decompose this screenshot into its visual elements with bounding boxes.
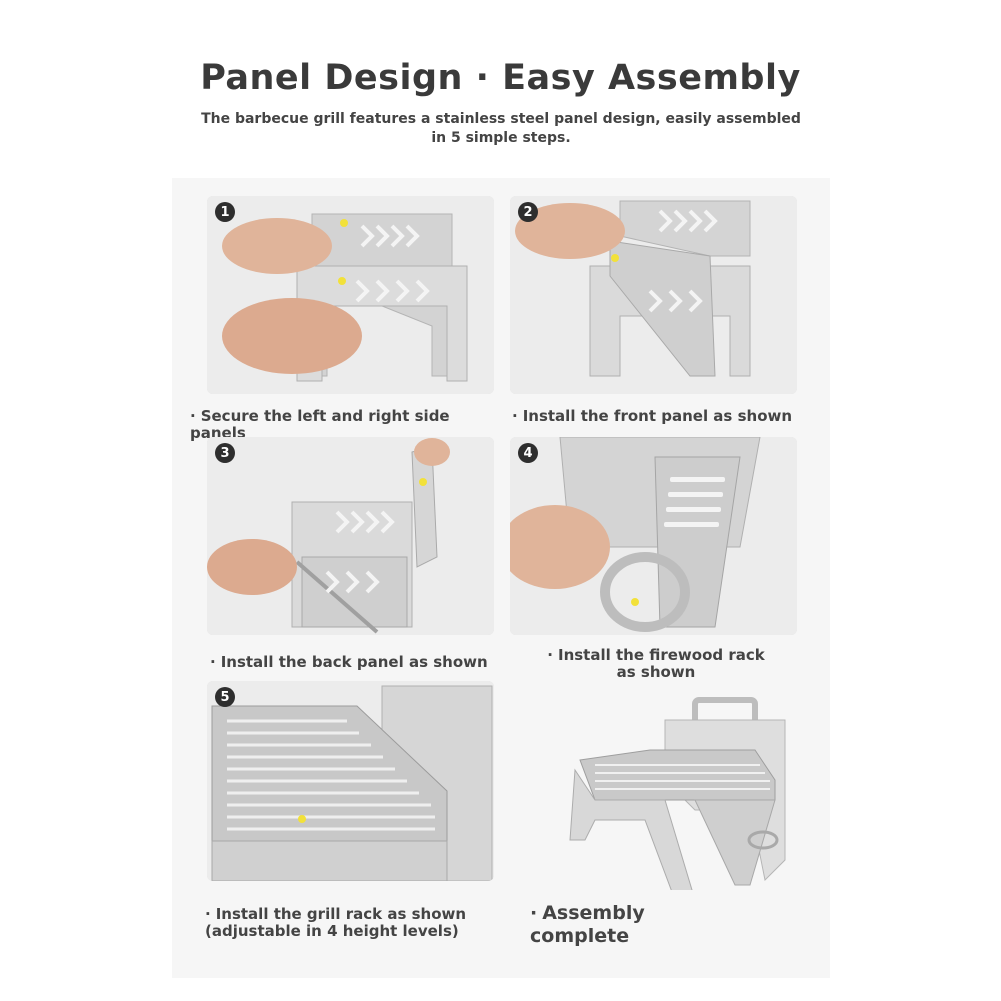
bullet: · [530,902,538,924]
step-4-photo: 4 [510,437,797,635]
step-1-badge: 1 [215,202,235,222]
step-5-caption: ·Install the grill rack as shown (adjust… [205,906,495,940]
step-2-badge: 2 [518,202,538,222]
step-1-illustration [207,196,494,394]
step-3-illustration [207,437,494,635]
final-caption: ·Assembly complete [530,902,660,948]
step-4-illustration [510,437,797,635]
page-subtitle: The barbecue grill features a stainless … [201,111,801,146]
step-4-badge: 4 [518,443,538,463]
step-3-photo: 3 [207,437,494,635]
step-2-caption-text: Install the front panel as shown [522,407,793,425]
step-3-caption-text: Install the back panel as shown [220,653,488,671]
bullet: · [210,653,216,671]
step-3-caption: ·Install the back panel as shown [210,654,495,671]
step-5-caption-text: Install the grill rack as shown (adjusta… [205,905,467,940]
bullet: · [190,407,196,425]
step-4-caption: ·Install the firewood rack as shown [536,647,776,681]
step-4-caption-text: Install the firewood rack as shown [557,646,765,681]
step-3-badge: 3 [215,443,235,463]
assembled-grill-image [555,690,795,901]
page-title: Panel Design · Easy Assembly [200,58,801,98]
step-1-photo: 1 [207,196,494,394]
final-caption-text: Assembly complete [530,902,645,947]
step-2-photo: 2 [510,196,797,394]
step-5-illustration [207,681,494,881]
bullet: · [512,407,518,425]
step-2-illustration [510,196,797,394]
step-5-badge: 5 [215,687,235,707]
bullet: · [547,646,553,664]
step-2-caption: ·Install the front panel as shown [512,408,797,425]
step-5-photo: 5 [207,681,494,881]
bullet: · [205,905,211,923]
assembled-grill-illustration [569,697,786,901]
